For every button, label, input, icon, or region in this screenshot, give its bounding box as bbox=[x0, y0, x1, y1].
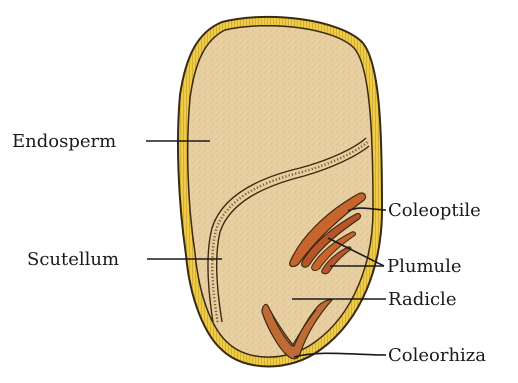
coleoptile-label: Coleoptile bbox=[388, 200, 481, 221]
endosperm-label: Endosperm bbox=[12, 131, 116, 152]
coleorhiza-label: Coleorhiza bbox=[388, 345, 486, 366]
radicle-label: Radicle bbox=[388, 289, 456, 310]
scutellum-label: Scutellum bbox=[27, 249, 119, 270]
plumule-label: Plumule bbox=[387, 256, 462, 277]
